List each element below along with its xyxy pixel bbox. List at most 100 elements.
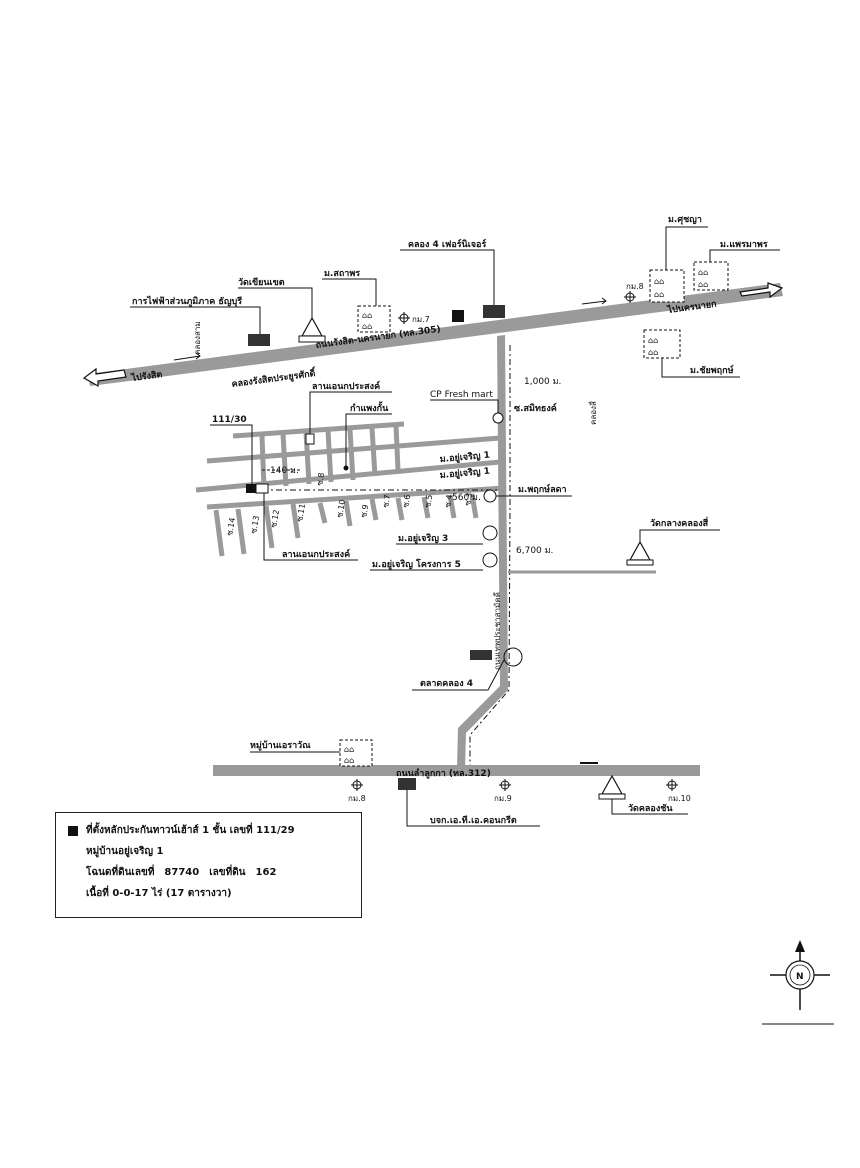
m-sathaporn-label: ม.สถาพร [324, 269, 360, 279]
m-chaiyaphruk-label: ม.ชัยพฤกษ์ [690, 364, 734, 376]
village-icon: ⌂⌂ ⌂⌂ [649, 269, 685, 303]
south-road [213, 765, 700, 776]
km-marker-icon [351, 779, 363, 791]
dist-1000-label: 1,000 ม. [524, 377, 561, 387]
km7-label: กม.7 [412, 315, 430, 324]
soi-label: ซ.13 [249, 515, 261, 534]
info-line2: หมู่บ้านอยู่เจริญ 1 [86, 846, 164, 857]
km9-label: กม.9 [494, 794, 512, 803]
soi-label: ซ.3 [463, 492, 474, 506]
svg-text:⌂⌂: ⌂⌂ [362, 311, 372, 320]
main-road [82, 282, 784, 388]
map-pin-icon [452, 310, 464, 322]
canal-4-label: คลองสี่ [587, 401, 598, 425]
info-row: หมู่บ้านอยู่เจริญ 1 [86, 844, 351, 859]
concrete-plant-icon [398, 778, 416, 790]
svg-text:⌂⌂: ⌂⌂ [698, 268, 708, 277]
m-erawan-label: หมู่บ้านเอราวัณ [250, 740, 311, 751]
info-line1: ที่ตั้งหลักประกันทาวน์เฮ้าส์ 1 ชั้น เลขท… [86, 825, 295, 836]
info-line4: เนื้อที่ 0-0-17 ไร่ (17 ตารางวา) [86, 888, 232, 899]
svg-text:⌂⌂: ⌂⌂ [654, 277, 664, 286]
temple-icon [626, 540, 654, 566]
info-row: โฉนดที่ดินเลขที่ 87740 เลขที่ดิน 162 [86, 865, 351, 880]
canal-main-label: คลองรังสิตประยูรศักดิ์ [231, 366, 318, 390]
village-icon: ⌂⌂ ⌂⌂ [643, 329, 681, 359]
market-label: ตลาดคลอง 4 [420, 679, 473, 689]
km8-top-label: กม.8 [626, 282, 644, 291]
svg-text:⌂⌂: ⌂⌂ [648, 348, 658, 357]
village-marker-icon [482, 525, 498, 541]
svg-text:⌂⌂: ⌂⌂ [654, 290, 664, 299]
soi-smithong-label: ซ.สมิทธงค์ [514, 402, 557, 414]
soi-label: ซ.9 [359, 504, 370, 518]
soi-label: ซ.11 [295, 503, 307, 522]
dist-560-label: 560 ม. [452, 493, 481, 503]
dist-6700-label: 6,700 ม. [516, 546, 553, 556]
km-marker-icon [624, 291, 636, 303]
soi-label: ซ.10 [335, 499, 347, 518]
svg-text:⌂⌂: ⌂⌂ [344, 745, 354, 754]
svg-text:⌂⌂: ⌂⌂ [698, 280, 708, 289]
connector-road [457, 335, 511, 768]
km10-label: กม.10 [668, 794, 691, 803]
m-suchaya-label: ม.ศุชญา [668, 215, 702, 225]
soi-label: ซ.6 [401, 494, 412, 508]
m-yucharoen5-label: ม.อยู่เจริญ โครงการ 5 [372, 558, 461, 570]
canal-3-label: คลองสาม [193, 321, 202, 355]
village-grid [195, 421, 506, 557]
dist-140-label: 140 ม. [270, 466, 299, 476]
svg-text:⌂⌂: ⌂⌂ [344, 756, 354, 765]
village-icon: ⌂⌂ ⌂⌂ [339, 739, 373, 767]
m-yucharoen1b-label: ม.อยู่เจริญ 1 [439, 466, 490, 481]
soi-labels: ซ.14 ซ.13 ซ.12 ซ.11 ซ.10 ซ.9 ซ.7 ซ.6 ซ.5… [225, 472, 474, 536]
lan-top-label: ลานเอนกประสงค์ [312, 380, 380, 392]
soi-label: ซ.5 [423, 494, 434, 508]
deed-label: โฉนดที่ดินเลขที่ [86, 867, 155, 878]
cp-fresh-mart-icon [492, 412, 504, 424]
plaza-icon [305, 433, 315, 445]
m-phornmaporn-label: ม.แพรมาพร [720, 240, 768, 250]
km-marker-icon [499, 779, 511, 791]
village-icon: ⌂⌂ ⌂⌂ [357, 305, 391, 333]
wat-khian-label: วัดเขียนเขต [238, 277, 285, 288]
electricity-office-icon [248, 334, 270, 346]
village-icon: ⌂⌂ ⌂⌂ [693, 261, 729, 291]
soi-label: ซ.12 [269, 509, 281, 528]
temple-icon [298, 316, 326, 343]
property-outline-icon [255, 483, 269, 494]
soi-label: ซ.14 [225, 517, 237, 536]
land-no-label: เลขที่ดิน [209, 867, 246, 878]
house-no-label: 111/30 [212, 415, 247, 425]
wat-khlong-chan-label: วัดคลองชัน [628, 803, 673, 814]
main-road-arrows [173, 297, 607, 361]
soi-main-label: ถนนเทพประชาสามัคคี [493, 592, 502, 670]
wat-klang-label: วัดกลางคลองสี่ [650, 516, 709, 529]
svg-text:⌂⌂: ⌂⌂ [648, 336, 658, 345]
temple-icon [598, 774, 626, 800]
market-marker-icon [503, 647, 523, 667]
village-marker-icon [482, 552, 498, 568]
deed-value: 87740 [164, 867, 200, 878]
south-road-label: ถนนลำลูกกา (ทล.312) [396, 768, 491, 779]
property-marker-icon [68, 825, 78, 836]
soi-label: ซ.4 [443, 494, 454, 508]
soi-label: ซ.7 [381, 494, 392, 508]
m-phruksa-label: ม.พฤกษ์ลดา [518, 483, 567, 495]
concrete-label: บจก.เอ.ที.เอ.คอนกรีต [430, 815, 517, 826]
m-yucharoen1-label: ม.อยู่เจริญ 1 [439, 450, 490, 465]
km-marker-icon [666, 779, 678, 791]
furniture-shop-icon [483, 305, 505, 318]
electricity-label: การไฟฟ้าส่วนภูมิภาค ธัญบุรี [132, 295, 242, 307]
km-marker-icon [398, 312, 410, 324]
village-marker-icon [483, 489, 497, 503]
compass-icon: N [762, 940, 834, 1025]
svg-text:⌂⌂: ⌂⌂ [362, 322, 372, 331]
market-icon [470, 650, 492, 660]
wall-label: กำแพงกั้น [350, 401, 389, 414]
furniture-label: คลอง 4 เฟอร์นิเจอร์ [408, 238, 486, 250]
lan-bottom-label: ลานเอนกประสงค์ [282, 548, 350, 560]
km8-bottom-label: กม.8 [348, 794, 366, 803]
cp-fresh-label: CP Fresh mart [430, 390, 493, 400]
land-no-value: 162 [255, 867, 277, 878]
